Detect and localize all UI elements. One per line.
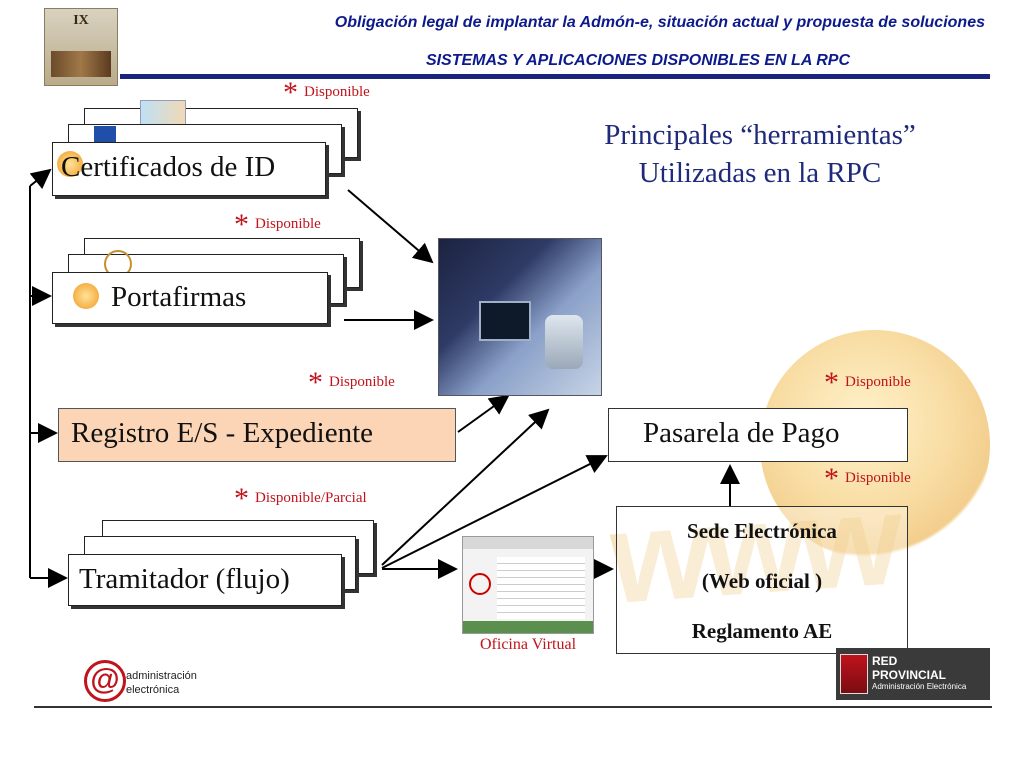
at-logo-icon: @ — [84, 660, 126, 702]
arrow-tramitador-to-server — [381, 408, 550, 566]
pasarela-status: * Disponible — [824, 366, 911, 400]
oficina-virtual-label: Oficina Virtual — [480, 636, 577, 653]
sede-box[interactable]: Sede Electrónica (Web oficial ) Reglamen… — [616, 506, 908, 654]
status-star: * — [308, 366, 323, 399]
pasarela-label: Pasarela de Pago — [643, 417, 840, 449]
slide-title: Principales “herramientas” Utilizadas en… — [560, 116, 960, 192]
portafirmas-status: * Disponible — [234, 208, 321, 242]
sede-line3: Reglamento AE — [691, 619, 833, 643]
dni-chip-icon — [94, 126, 116, 144]
coat-of-arms-icon — [840, 654, 868, 694]
signature-seal-icon — [73, 283, 99, 309]
registro-status-text: Disponible — [329, 374, 395, 390]
database-cylinder-icon — [545, 315, 583, 369]
monitor-screen — [479, 301, 531, 341]
pasarela-status-text: Disponible — [845, 374, 911, 390]
red-provincial-logo: RED PROVINCIAL Administración Electrónic… — [836, 648, 990, 700]
portafirmas-label: Portafirmas — [111, 281, 247, 313]
arrow-registro-to-server — [457, 394, 510, 433]
registro-box[interactable]: Registro E/S - Expediente — [58, 408, 456, 462]
oficina-header-bar — [463, 537, 593, 549]
status-star: * — [824, 462, 839, 495]
arrow-to-certificados — [29, 168, 52, 190]
status-star: * — [234, 482, 249, 515]
cover-number: IX — [73, 13, 89, 28]
header-title: Obligación legal de implantar la Admón-e… — [334, 14, 985, 31]
arrow-tramitador-to-pasarela — [381, 455, 608, 569]
oficina-content-lines — [497, 557, 585, 619]
portafirmas-box[interactable]: Portafirmas — [52, 272, 328, 324]
slide-title-line1: Principales “herramientas” — [604, 119, 916, 151]
ae-logo-line2: electrónica — [126, 684, 180, 696]
tramitador-status-text: Disponible/Parcial — [255, 490, 367, 506]
sede-status-text: Disponible — [845, 470, 911, 486]
header-rule — [120, 74, 990, 79]
sede-line2: (Web oficial ) — [701, 569, 823, 593]
rp-line2: PROVINCIAL — [872, 668, 947, 682]
sede-line1: Sede Electrónica — [687, 519, 837, 543]
rp-line3: Administración Electrónica — [872, 682, 967, 691]
conference-cover-image: IX — [44, 8, 118, 86]
certificados-label: Certificados de ID — [61, 151, 276, 183]
status-star: * — [234, 208, 249, 241]
registro-status: * Disponible — [308, 366, 395, 400]
rp-line1: RED — [872, 654, 898, 668]
ae-logo-line1: administración — [126, 670, 197, 682]
slide-title-line2: Utilizadas en la RPC — [638, 157, 882, 189]
portafirmas-status-text: Disponible — [255, 216, 321, 232]
cover-photo — [51, 51, 111, 77]
sede-status: * Disponible — [824, 462, 911, 496]
oficina-at-icon — [469, 573, 491, 595]
server-datacenter-image — [438, 238, 602, 396]
status-star: * — [824, 366, 839, 399]
tramitador-label: Tramitador (flujo) — [79, 563, 290, 595]
certificate-seal-icon — [57, 151, 83, 177]
oficina-virtual-screenshot[interactable] — [462, 536, 594, 634]
status-star: * — [283, 76, 298, 109]
header-subtitle: SISTEMAS Y APLICACIONES DISPONIBLES EN L… — [425, 52, 850, 69]
oficina-footer-bar — [463, 621, 593, 633]
pasarela-box[interactable]: Pasarela de Pago — [608, 408, 908, 462]
certificados-status: * Disponible — [283, 76, 370, 110]
certificados-box[interactable]: Certificados de ID — [52, 142, 326, 196]
arrow-certificados-to-server — [347, 189, 434, 264]
registro-label: Registro E/S - Expediente — [71, 417, 374, 449]
footer-rule — [34, 706, 992, 708]
certificados-status-text: Disponible — [304, 84, 370, 100]
tramitador-status: * Disponible/Parcial — [234, 482, 367, 516]
tramitador-box[interactable]: Tramitador (flujo) — [68, 554, 342, 606]
